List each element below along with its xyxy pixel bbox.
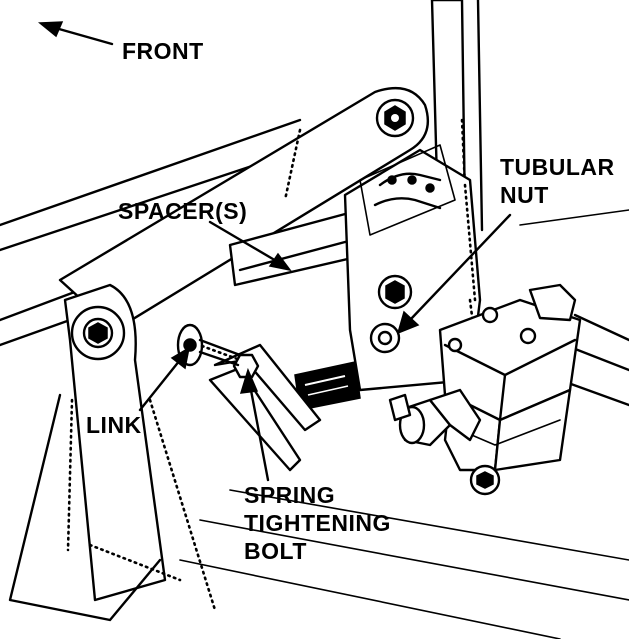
label-link: LINK xyxy=(86,412,142,438)
label-tightening: TIGHTENING xyxy=(244,510,391,536)
tubular-nut-leader xyxy=(396,213,512,335)
label-bolt: BOLT xyxy=(244,538,307,564)
leader-lines xyxy=(138,213,512,482)
frame-rails xyxy=(0,118,629,639)
label-tubular: TUBULAR xyxy=(500,154,615,180)
label-spacers: SPACER(S) xyxy=(118,198,248,224)
upper-arm xyxy=(58,87,430,332)
label-nut: NUT xyxy=(500,182,549,208)
link-leader xyxy=(138,346,191,412)
label-front: FRONT xyxy=(122,38,204,64)
arrow-left-icon xyxy=(37,21,114,46)
left-plate xyxy=(8,283,217,622)
label-spring: SPRING xyxy=(244,482,336,508)
lower-bracket xyxy=(208,343,322,472)
decal-plate xyxy=(294,361,361,411)
spring-bolt-leader xyxy=(239,367,270,482)
valve-block xyxy=(388,283,582,496)
spacer-leader xyxy=(208,220,292,272)
